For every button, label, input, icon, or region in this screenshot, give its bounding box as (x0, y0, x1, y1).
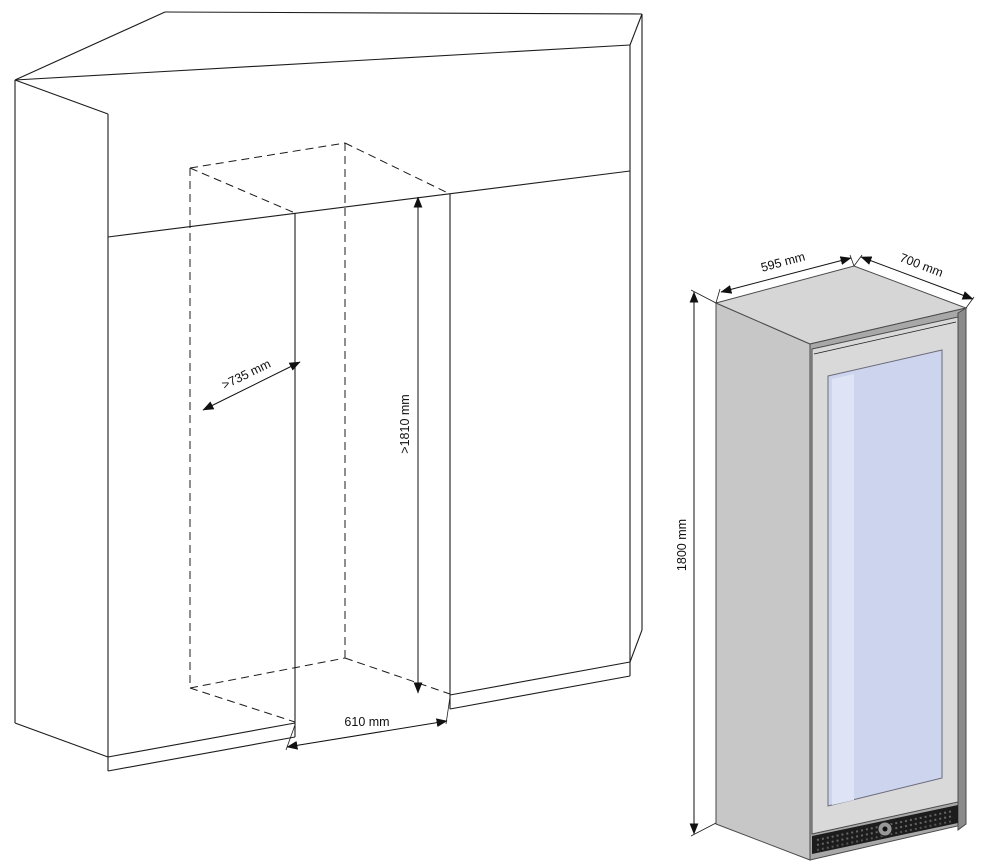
niche-depth-label: >735 mm (220, 357, 273, 393)
appliance-depth-label: 700 mm (898, 251, 945, 280)
appliance-height-dimension: 1800 mm (675, 289, 717, 837)
appliance-height-label: 1800 mm (675, 519, 689, 571)
cooler-door-glass (827, 349, 943, 807)
cooler-left-side-panel (715, 302, 811, 861)
glass-highlight (832, 374, 854, 805)
niche-hidden-edges (189, 142, 451, 723)
niche-depth-dimension: >735 mm (202, 357, 301, 411)
niche-height-dimension: >1810 mm (398, 196, 423, 694)
niche-width-dimension: 610 mm (285, 696, 451, 751)
niche-width-label: 610 mm (344, 715, 389, 729)
door-lock-keyhole (882, 826, 888, 832)
cooler-right-edge (957, 307, 967, 831)
wine-cooler-drawing: 595 mm 700 mm 1800 mm (675, 250, 975, 861)
niche-drawing: >735 mm >1810 mm 610 mm (14, 11, 643, 772)
niche-height-label: >1810 mm (398, 394, 412, 453)
cabinet-outline (14, 11, 643, 772)
